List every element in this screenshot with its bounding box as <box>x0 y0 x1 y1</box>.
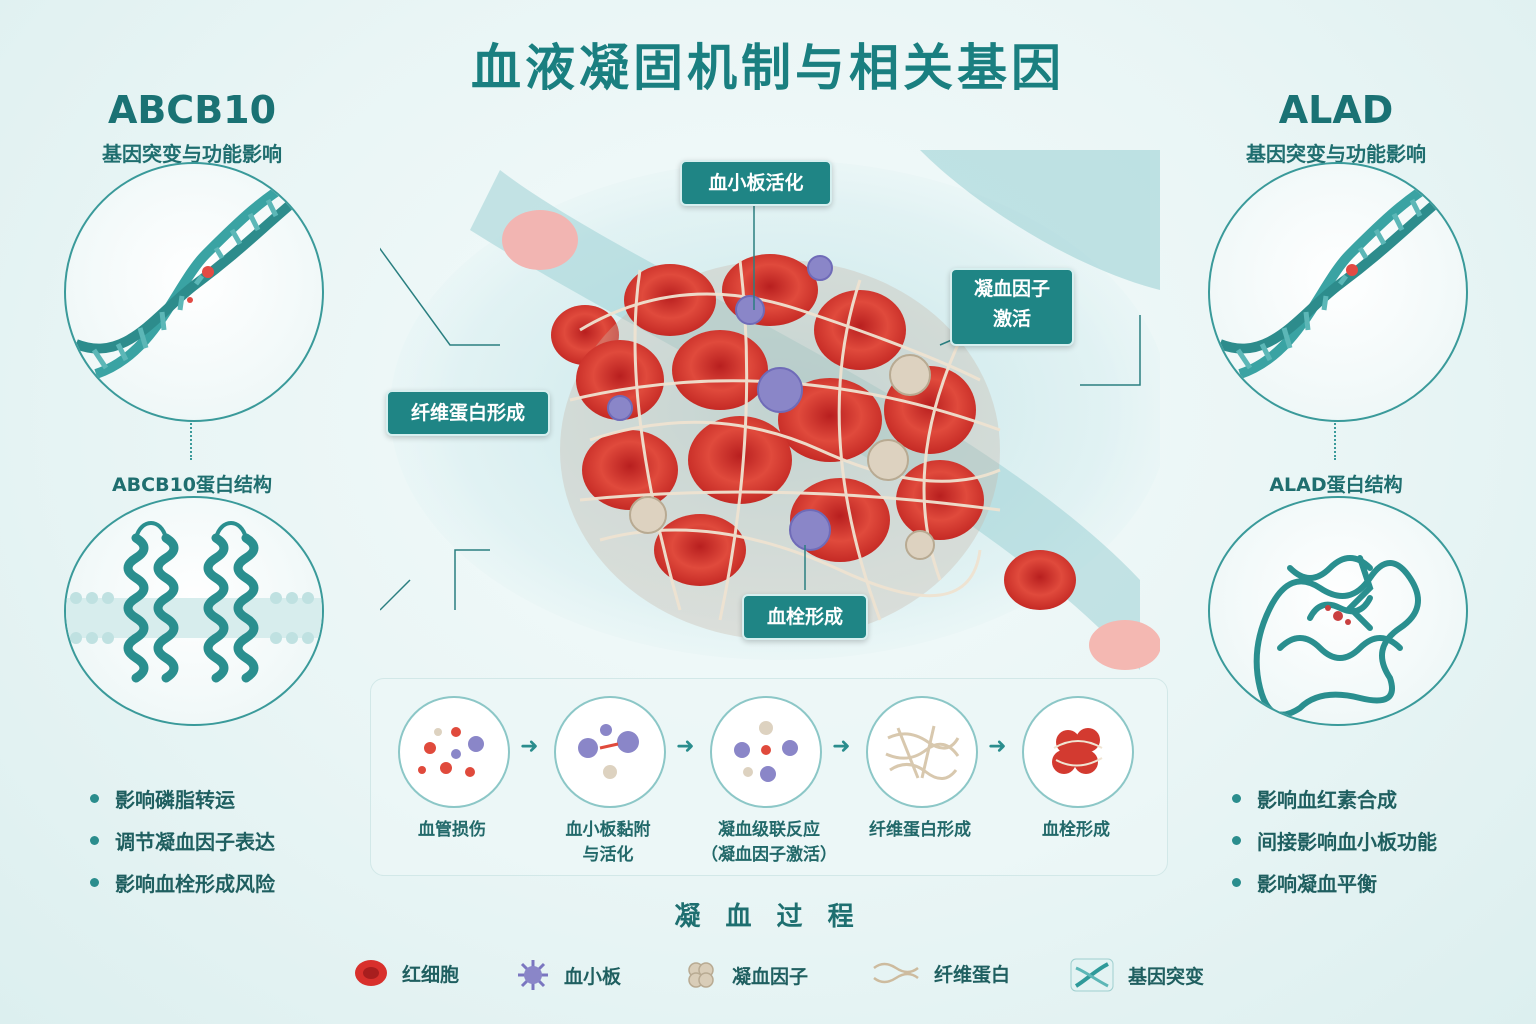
clot-mass <box>560 254 1001 640</box>
bullet-dot <box>90 878 99 887</box>
callout-thrombus-formation: 血栓形成 <box>742 594 868 640</box>
bullet-dot <box>1232 794 1241 803</box>
list-item: 调节凝血因子表达 <box>90 826 275 855</box>
bullet-dot <box>1232 878 1241 887</box>
list-item: 影响凝血平衡 <box>1232 868 1437 897</box>
callout-fibrin-formation: 纤维蛋白形成 <box>386 390 550 436</box>
step-fibrin-formation <box>866 696 978 808</box>
process-arrow: ➜ <box>988 734 1007 759</box>
fibrin-icon <box>873 962 919 984</box>
bullet-dot <box>90 794 99 803</box>
step-label: 血栓形成 <box>1042 820 1110 840</box>
bullet-dot <box>90 836 99 845</box>
list-item: 间接影响血小板功能 <box>1232 826 1437 855</box>
membrane-protein-icon <box>66 521 322 683</box>
process-title: 凝 血 过 程 <box>674 902 862 932</box>
fibrin-icon <box>885 725 960 780</box>
legend-item-fibrin: 纤维蛋白 <box>872 958 1010 988</box>
bullet-dot <box>1232 836 1241 845</box>
left-dna-circle <box>64 162 324 422</box>
thrombus-icon <box>1052 728 1103 774</box>
process-arrow: ➜ <box>520 734 539 759</box>
legend-item-clotting-factor: 凝血因子 <box>684 958 808 992</box>
right-structure-label: ALAD蛋白结构 <box>1269 474 1403 496</box>
right-dotted-connector <box>1334 420 1338 460</box>
dna-helix-icon <box>74 169 309 379</box>
right-protein-circle <box>1208 496 1468 726</box>
right-dna-circle <box>1208 162 1468 422</box>
right-effects-list: 影响血红素合成 间接影响血小板功能 影响凝血平衡 <box>1232 784 1437 910</box>
vessel-injury-icon <box>418 727 484 777</box>
left-dotted-connector <box>190 420 194 460</box>
step-label: 凝血级联反应 （凝血因子激活） <box>701 820 837 865</box>
step-thrombus-formation <box>1022 696 1134 808</box>
process-arrow: ➜ <box>832 734 851 759</box>
page-title: 血液凝固机制与相关基因 <box>471 39 1065 97</box>
step-label: 血小板黏附 与活化 <box>565 820 651 865</box>
legend-item-platelet: 血小板 <box>516 958 621 992</box>
step-vessel-injury <box>398 696 510 808</box>
left-protein-circle <box>64 496 324 726</box>
list-item: 影响血栓形成风险 <box>90 868 275 897</box>
step-label: 纤维蛋白形成 <box>869 820 971 840</box>
central-thrombus-illustration <box>380 150 1160 670</box>
platelet-adhesion-icon <box>578 724 639 779</box>
callout-factor-activation: 凝血因子 激活 <box>950 268 1074 346</box>
dna-helix-icon <box>1218 169 1453 379</box>
left-structure-label: ABCB10蛋白结构 <box>111 474 273 496</box>
step-coagulation-cascade <box>710 696 822 808</box>
floating-red-cells <box>502 210 1160 670</box>
globular-protein-icon <box>1253 555 1421 718</box>
step-label: 血管损伤 <box>418 820 486 840</box>
left-gene-name: ABCB10 <box>107 88 277 132</box>
platelet-icon <box>518 960 548 990</box>
left-effects-list: 影响磷脂转运 调节凝血因子表达 影响血栓形成风险 <box>90 784 275 910</box>
red-blood-cell-icon <box>355 960 387 986</box>
process-arrow: ➜ <box>676 734 695 759</box>
callout-platelet-activation: 血小板活化 <box>680 160 832 206</box>
step-platelet-adhesion <box>554 696 666 808</box>
legend-item-gene-mutation: 基因突变 <box>1070 958 1204 992</box>
list-item: 影响血红素合成 <box>1232 784 1437 813</box>
coagulation-cascade-icon <box>734 721 798 782</box>
gene-mutation-icon <box>1070 958 1114 992</box>
right-gene-name: ALAD <box>1278 88 1394 132</box>
list-item: 影响磷脂转运 <box>90 784 275 813</box>
legend-item-red-cell: 红细胞 <box>354 958 459 988</box>
clotting-factor-icon <box>688 962 714 988</box>
